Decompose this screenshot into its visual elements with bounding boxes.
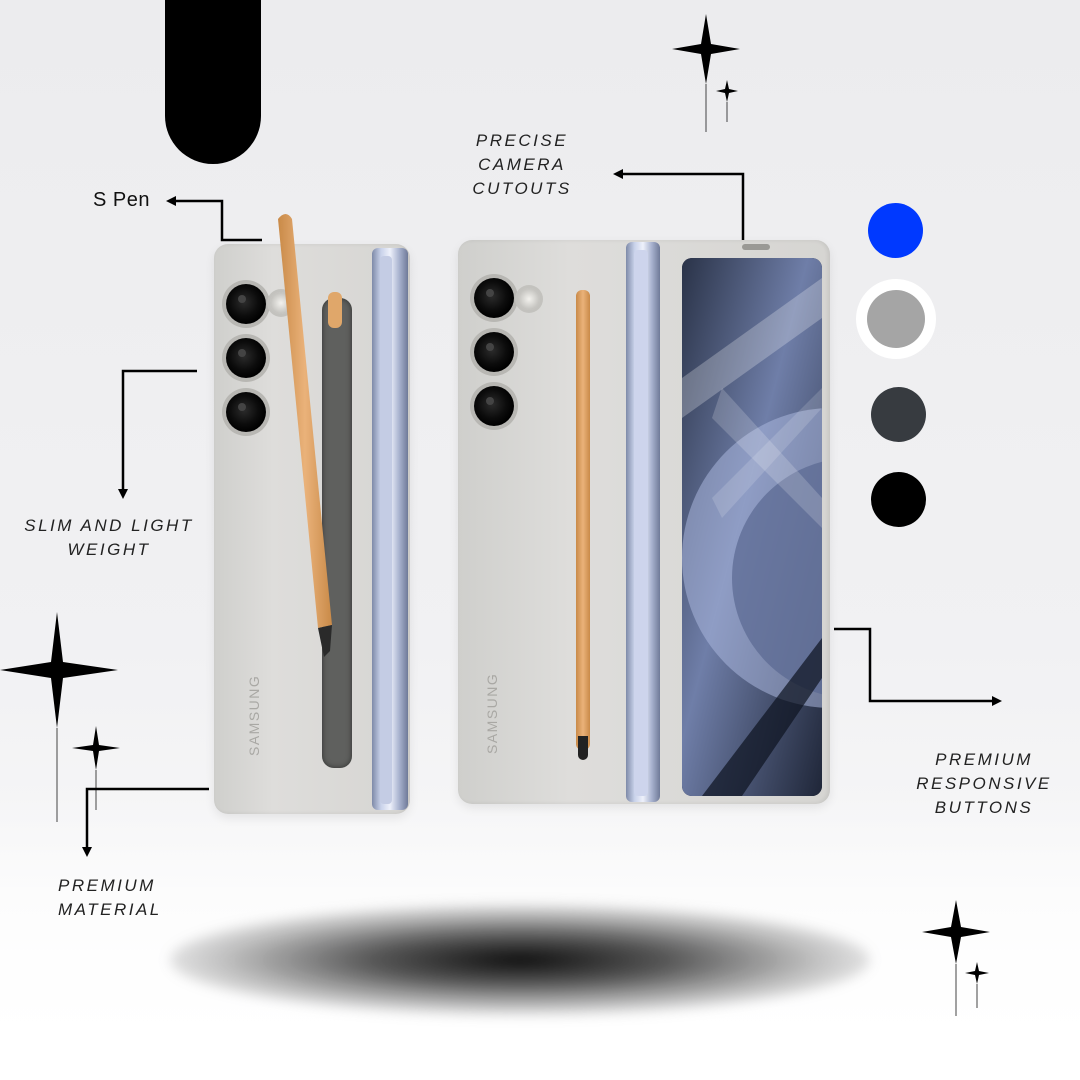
brand-logo: SAMSUNG bbox=[246, 674, 262, 756]
s-pen-tip bbox=[578, 736, 588, 760]
pen-clip bbox=[328, 292, 342, 328]
label-line: SLIM AND LIGHT bbox=[24, 516, 194, 535]
sparkle-top-right bbox=[672, 14, 740, 132]
connector-buttons bbox=[834, 627, 1002, 706]
camera-lens-3 bbox=[226, 392, 266, 432]
cover-screen bbox=[682, 258, 822, 796]
s-pen-stylus bbox=[278, 214, 332, 657]
label-line: MATERIAL bbox=[58, 900, 162, 919]
wallpaper bbox=[682, 258, 822, 796]
label-line: WEIGHT bbox=[67, 540, 151, 559]
color-swatch-gray-selected[interactable] bbox=[856, 279, 936, 359]
hinge-highlight bbox=[634, 250, 648, 796]
decorative-black-pill bbox=[165, 0, 261, 164]
label-line: PRECISE bbox=[475, 131, 569, 150]
label-line: RESPONSIVE bbox=[916, 774, 1052, 793]
button-cutout bbox=[742, 244, 770, 250]
label-line: PREMIUM bbox=[935, 750, 1033, 769]
connector-slim bbox=[118, 369, 197, 499]
label-line: PREMIUM bbox=[58, 876, 156, 895]
color-swatch-dark-slate[interactable] bbox=[871, 387, 926, 442]
color-swatch-blue[interactable] bbox=[868, 203, 923, 258]
connector-camera bbox=[613, 169, 745, 242]
camera-lens-2 bbox=[474, 332, 514, 372]
label-camera-cutouts: PRECISE CAMERA CUTOUTS bbox=[462, 129, 582, 201]
color-swatch-gray-fill bbox=[867, 290, 925, 348]
camera-flash bbox=[518, 288, 540, 310]
label-line: CAMERA bbox=[478, 155, 566, 174]
label-slim-light: SLIM AND LIGHT WEIGHT bbox=[18, 514, 200, 562]
label-s-pen: S Pen bbox=[93, 189, 150, 211]
label-premium-material: PREMIUM MATERIAL bbox=[58, 874, 162, 922]
camera-lens-2 bbox=[226, 338, 266, 378]
label-line: BUTTONS bbox=[934, 798, 1034, 817]
hinge-highlight bbox=[380, 256, 392, 804]
label-responsive-buttons: PREMIUM RESPONSIVE BUTTONS bbox=[914, 748, 1054, 820]
color-swatch-black[interactable] bbox=[871, 472, 926, 527]
connector-material bbox=[82, 787, 209, 857]
camera-lens-1 bbox=[226, 284, 266, 324]
product-shadow bbox=[170, 905, 870, 1015]
brand-logo: SAMSUNG bbox=[484, 672, 500, 754]
s-pen-docked bbox=[576, 290, 590, 750]
camera-lens-1 bbox=[474, 278, 514, 318]
pen-slot bbox=[322, 298, 352, 768]
sparkle-bottom-right bbox=[922, 900, 990, 1016]
sparkle-left bbox=[0, 612, 120, 822]
camera-lens-3 bbox=[474, 386, 514, 426]
label-line: CUTOUTS bbox=[472, 179, 572, 198]
connector-s-pen bbox=[166, 196, 262, 242]
